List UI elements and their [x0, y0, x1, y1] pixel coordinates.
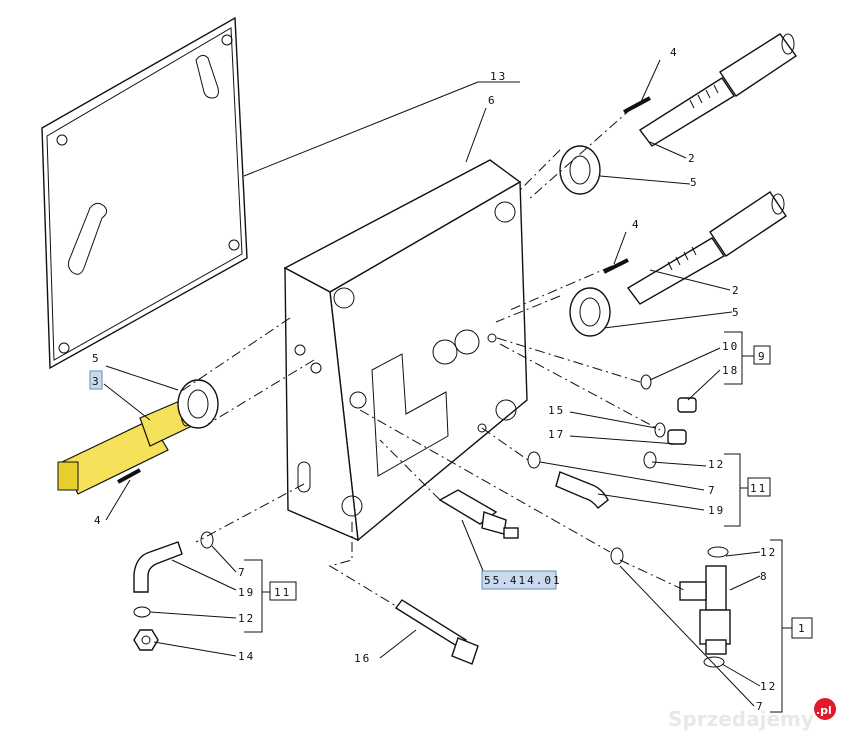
o-ring-12d [703, 656, 725, 668]
watermark: Sprzedajemy .pl [668, 698, 836, 731]
callout-5-middle: 5 [732, 306, 741, 319]
tag-3-highlight [89, 370, 103, 390]
callout-11-right: 11 [750, 482, 767, 495]
screw-upper [623, 96, 651, 114]
watermark-badge-text: .pl [816, 704, 832, 717]
cover-plate [41, 16, 248, 370]
callout-4-top: 4 [670, 46, 679, 59]
watermark-text: Sprzedajemy [668, 707, 814, 731]
callout-12-right: 12 [708, 458, 725, 471]
o-ring-12b [133, 606, 151, 618]
callout-5-left: 5 [92, 352, 101, 365]
callout-6: 6 [488, 94, 497, 107]
callout-15: 15 [548, 404, 565, 417]
watermark-badge [814, 698, 836, 720]
spool-lower [626, 191, 787, 305]
callout-8: 8 [760, 570, 769, 583]
o-ring-7a [527, 451, 541, 469]
gasket-upper-right [559, 145, 601, 195]
valve-body [283, 159, 528, 542]
o-ring-10 [640, 374, 652, 390]
callout-13: 13 [490, 70, 507, 83]
spool-upper [638, 33, 797, 147]
callout-5-top: 5 [690, 176, 699, 189]
callout-11-left: 11 [274, 586, 291, 599]
gasket-left [177, 379, 219, 429]
callout-19-right: 19 [708, 504, 725, 517]
tag-ref-highlight [481, 570, 557, 590]
callout-18: 18 [722, 364, 739, 377]
callout-4-left: 4 [94, 514, 103, 527]
plug-17 [667, 429, 687, 445]
callout-2-middle: 2 [732, 284, 741, 297]
callout-7-left: 7 [238, 566, 247, 579]
callout-reference-number: 55.414.01 [484, 574, 562, 587]
bracket-1 [770, 539, 813, 713]
screw-left [117, 468, 141, 484]
callout-12-tee-top: 12 [760, 546, 777, 559]
callout-10: 10 [722, 340, 739, 353]
o-ring-15 [654, 422, 666, 438]
callout-9: 9 [758, 350, 767, 363]
o-ring-7b [200, 531, 214, 549]
callout-3: 3 [92, 375, 101, 388]
callout-4-middle: 4 [632, 218, 641, 231]
assembly-lines [179, 107, 685, 607]
callout-12-left: 12 [238, 612, 255, 625]
callout-14: 14 [238, 650, 255, 663]
gasket-lower-right [569, 287, 611, 337]
callout-7-right: 7 [708, 484, 717, 497]
tee-fitting [679, 565, 731, 655]
callout-7-bottom: 7 [756, 700, 765, 713]
screw-middle [603, 258, 629, 274]
callout-19-left: 19 [238, 586, 255, 599]
bracket-11-left [244, 559, 297, 633]
o-ring-12c [707, 546, 729, 558]
callout-1: 1 [798, 622, 807, 635]
callout-2-top: 2 [688, 152, 697, 165]
adapter-fitting [438, 489, 519, 539]
elbow-fitting-left [133, 541, 183, 593]
nut [133, 629, 159, 651]
bracket-11-right [724, 453, 771, 527]
o-ring-7c [610, 547, 624, 565]
elbow-fitting-right [555, 471, 609, 509]
o-ring-12a [643, 451, 657, 469]
leader-lines [103, 59, 761, 707]
callout-17: 17 [548, 428, 565, 441]
callout-16: 16 [354, 652, 371, 665]
bolt [394, 599, 479, 665]
plug-18 [677, 397, 697, 413]
bracket-9 [724, 331, 771, 385]
callout-12-tee-bottom: 12 [760, 680, 777, 693]
